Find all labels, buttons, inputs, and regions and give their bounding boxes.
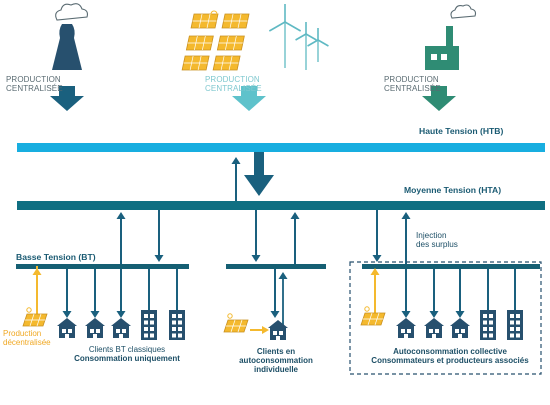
self-consumption-label-1: Clients en <box>256 347 296 356</box>
bt-left-up-arrow <box>116 212 126 264</box>
consumer-arrow-right <box>429 269 439 318</box>
hta-to-bt-center-arrow <box>251 210 261 262</box>
sun-icon <box>364 306 370 312</box>
solar-panel-icon <box>216 35 245 51</box>
consumer-arrow-right <box>455 269 465 318</box>
hta-to-bt-left-arrow <box>154 210 164 262</box>
solar-panel-icon <box>212 55 241 71</box>
solar-to-house-arrow <box>250 326 269 334</box>
building-icon <box>141 310 157 340</box>
bt-center-up-arrow <box>290 212 300 264</box>
bt-line-right <box>362 264 540 269</box>
consumer-arrow-right <box>401 269 411 318</box>
htb-to-hta-arrow <box>244 152 274 196</box>
consumption-only-label: Consommation uniquement <box>74 354 180 363</box>
collective-label-1: Autoconsommation collective <box>393 347 507 356</box>
consumer-arrow-left <box>62 269 72 318</box>
htb-label: Haute Tension (HTB) <box>419 126 504 136</box>
injection-arrow <box>401 212 411 264</box>
self-consumption-label-2: autoconsommation <box>239 356 313 365</box>
consumer-arrow-left <box>90 269 100 318</box>
wind-turbine-icon <box>268 4 302 68</box>
collective-injection-arrow <box>370 268 380 318</box>
bt-line-left <box>16 264 189 269</box>
solar-wind-icon <box>181 4 329 71</box>
sun-icon <box>227 313 233 319</box>
hta-to-htb-arrow <box>231 157 241 201</box>
production-arrow-right <box>422 86 456 111</box>
house-icon <box>111 318 131 338</box>
htb-line <box>17 143 545 152</box>
solar-panel-icon <box>185 35 214 51</box>
consumer-arrow-left <box>116 269 126 318</box>
self-consumption-label-3: individuelle <box>253 365 298 374</box>
clients-bt-label: Clients BT classiques <box>88 345 166 354</box>
hta-label: Moyenne Tension (HTA) <box>404 185 502 195</box>
decentralized-production-label: Production décentralisée <box>3 329 51 347</box>
wind-turbine-icon <box>295 22 317 70</box>
building-icon <box>507 310 523 340</box>
solar-panel-icon <box>181 55 210 71</box>
self-consumption-arrow <box>270 269 280 318</box>
solar-panel-icon <box>190 13 219 29</box>
building-icon <box>480 310 496 340</box>
house-icon <box>85 318 105 338</box>
production-arrow-center <box>232 86 266 111</box>
hta-to-bt-right-arrow <box>372 210 382 262</box>
hta-line <box>17 201 545 210</box>
bt-label: Basse Tension (BT) <box>16 252 96 262</box>
house-icon <box>57 318 77 338</box>
sun-icon <box>210 10 218 18</box>
production-label-center: PRODUCTION CENTRALISÉE <box>205 75 262 93</box>
production-label-left: PRODUCTION CENTRALISÉE <box>6 75 63 93</box>
self-consumption-house-icon <box>268 320 288 340</box>
factory-icon <box>425 4 477 70</box>
power-plant-icon <box>52 3 88 70</box>
production-arrow-left <box>50 86 84 111</box>
bt-line-center <box>226 264 326 269</box>
decentralized-injection-arrow <box>32 268 42 318</box>
injection-label: Injection des surplus <box>416 231 458 250</box>
decentralized-solar-icon <box>22 307 48 327</box>
solar-panel-icon <box>221 13 250 29</box>
production-label-right: PRODUCTION CENTRALISÉE <box>384 75 441 93</box>
house-icon <box>396 318 416 338</box>
house-icon <box>424 318 444 338</box>
sun-icon <box>26 307 32 313</box>
collective-solar-icon <box>360 306 386 326</box>
building-icon <box>169 310 185 340</box>
collective-label-2: Consommateurs et producteurs associés <box>371 356 529 365</box>
house-icon <box>450 318 470 338</box>
wind-turbine-icon <box>307 28 329 62</box>
self-consumption-solar-icon <box>223 313 249 333</box>
collective-dashed-box <box>349 261 542 375</box>
